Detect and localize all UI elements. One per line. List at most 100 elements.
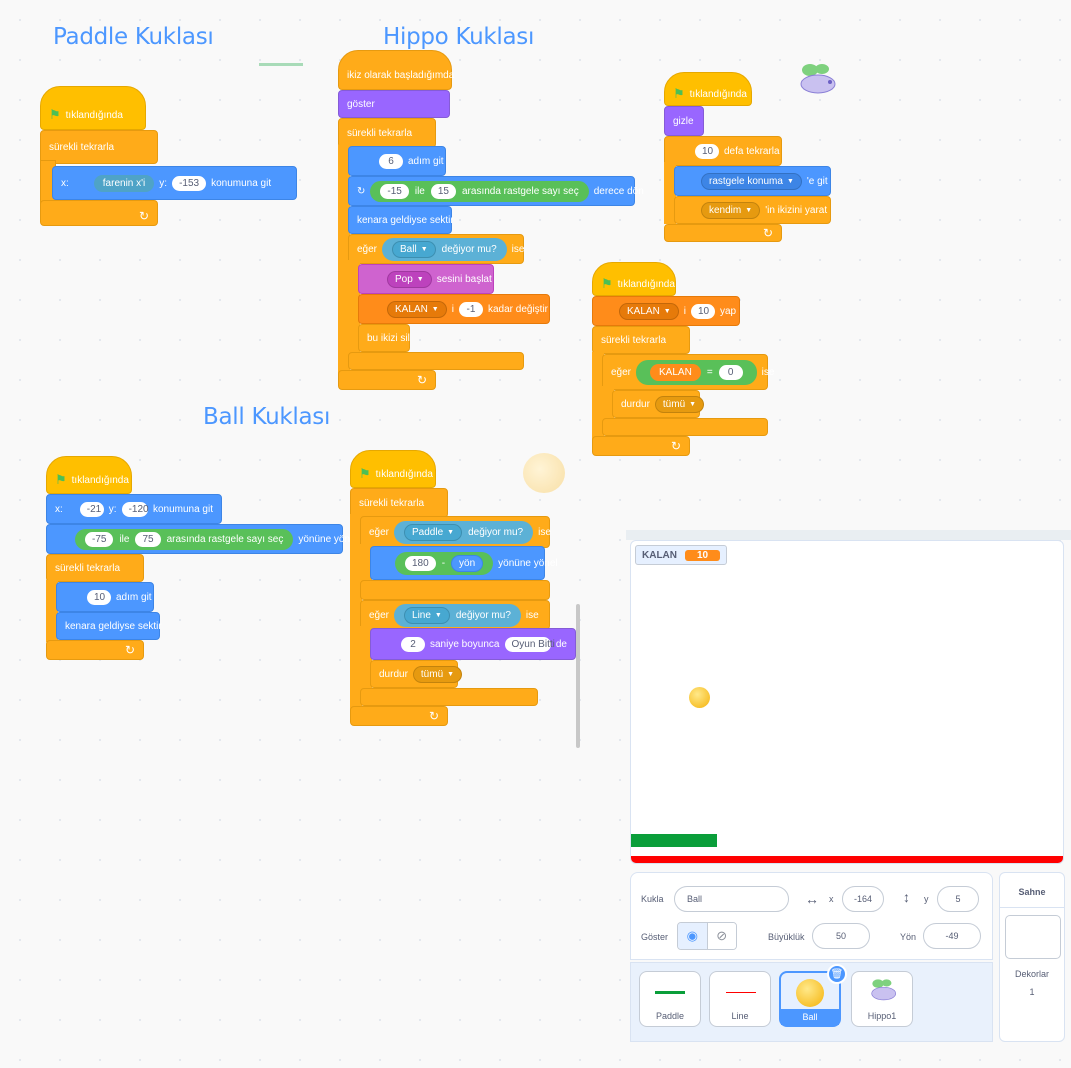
mouse-x-reporter[interactable]: farenin x'i [93,174,155,192]
forever-block[interactable]: sürekli tekrarla [46,554,144,582]
when-flag-hat[interactable]: ⚑ tıklandığında [40,86,146,130]
y-input[interactable]: -120 [121,501,149,517]
touching-condition[interactable]: Paddle▼ değiyor mu? [394,520,534,544]
line-sprite[interactable] [631,856,1063,863]
say-text-input[interactable]: Oyun Bitti [504,636,555,652]
monitor-label: KALAN [642,549,677,561]
goto-xy-block[interactable]: x: farenin x'i y: -153 konumuna git [52,166,297,200]
goto-dropdown[interactable]: rastgele konuma▼ [701,172,802,190]
say-secs-input[interactable]: 2 [401,636,425,652]
direction-reporter[interactable]: yön [451,554,484,572]
stage[interactable]: KALAN 10 [630,540,1064,864]
bounce-block[interactable]: kenara geldiyse sektir [56,612,162,640]
paddle-thumb-icon [655,991,685,994]
sprite-thumb-ball-selected[interactable]: Ball 🗑 [779,964,847,1027]
goto-xy-block[interactable]: x: -21 y: -120 konumuna git [46,494,222,524]
variable-dropdown[interactable]: KALAN▼ [387,300,447,318]
equals-operator[interactable]: KALAN = 0 [636,359,757,385]
show-eye-icon[interactable]: ◉ [678,923,707,949]
hat-label: tıklandığında [65,109,123,121]
random-to-input[interactable]: 75 [135,531,161,547]
random-operator[interactable]: -75 ile 75 arasında rastgele sayı seç [75,528,294,550]
move-block[interactable]: 10 adım git [56,582,154,612]
stop-dropdown[interactable]: tümü▼ [654,395,705,413]
when-clone-hat[interactable]: ikiz olarak başladığımda [338,50,454,90]
stage-thumbnail[interactable] [1005,915,1061,959]
turn-block[interactable]: ↻ -15 ile 15 arasında rastgele sayı seç … [348,176,644,206]
move-label: adım git [116,591,152,603]
subtract-operator[interactable]: 180 - yön [395,551,494,575]
forever-block[interactable]: sürekli tekrarla [40,130,158,164]
bounce-block[interactable]: kenara geldiyse sektir [348,206,454,234]
move-block[interactable]: 6 adım git [348,146,446,176]
random-from-input[interactable]: -15 [380,183,409,199]
x-input[interactable]: -21 [79,501,104,517]
when-flag-hat[interactable]: ⚑ tıklandığında [592,262,676,296]
kalan-reporter[interactable]: KALAN [650,363,701,381]
stop-block[interactable]: durdur tümü▼ [370,660,463,688]
touching-dropdown[interactable]: Line▼ [404,606,450,624]
sprite-thumb-hippo[interactable]: Hippo1 [851,971,913,1027]
if-block[interactable]: eğer KALAN = 0 ise [602,354,774,390]
repeat-block[interactable]: 10 defa tekrarla [664,136,782,166]
when-flag-hat[interactable]: ⚑ tıklandığında [46,456,132,494]
stop-block[interactable]: durdur tümü▼ [612,390,705,418]
create-clone-block[interactable]: kendim▼ 'in ikizini yarat [674,196,831,224]
sprite-name-input[interactable]: Ball [674,886,789,912]
move-steps-input[interactable]: 6 [379,153,403,169]
sprite-thumb-line[interactable]: Line [709,971,771,1027]
random-to-input[interactable]: 15 [430,183,456,199]
random-from-input[interactable]: -75 [85,531,114,547]
y-label: y: [159,177,168,189]
start-sound-block[interactable]: Pop▼ sesini başlat [358,264,494,294]
x-input[interactable]: -164 [842,886,884,912]
y-input[interactable]: 5 [937,886,979,912]
touching-condition[interactable]: Ball▼ değiyor mu? [382,237,507,261]
when-flag-hat[interactable]: ⚑ tıklandığında [664,72,752,106]
sprite-name: Ball [781,1009,839,1025]
paddle-sprite[interactable] [631,834,717,847]
when-flag-hat[interactable]: ⚑ tıklandığında [350,450,436,488]
if-block[interactable]: eğer Ball▼ değiyor mu? ise [348,234,524,264]
goto-random-block[interactable]: rastgele konuma▼ 'e git [674,166,831,196]
delete-sprite-icon[interactable]: 🗑 [827,964,847,984]
random-operator[interactable]: -15 ile 15 arasında rastgele sayı seç [370,180,589,202]
ball-sprite[interactable] [689,687,710,708]
direction-input[interactable]: -49 [923,923,981,949]
sprite-thumb-paddle[interactable]: Paddle [639,971,701,1027]
hide-block[interactable]: gizle [664,106,704,136]
move-steps-input[interactable]: 10 [87,589,111,605]
size-input[interactable]: 50 [812,923,870,949]
clone-dropdown[interactable]: kendim▼ [701,201,761,219]
subtract-a-input[interactable]: 180 [405,555,436,571]
stop-dropdown[interactable]: tümü▼ [412,665,463,683]
point-direction-block[interactable]: -75 ile 75 arasında rastgele sayı seç yö… [46,524,358,554]
set-var-block[interactable]: KALAN▼ i 10 yap [592,296,740,326]
show-toggle[interactable]: ◉ ⊘ [677,922,737,950]
equals-value-input[interactable]: 0 [718,364,743,380]
stage-selector[interactable]: Sahne Dekorlar 1 [999,872,1065,1042]
hide-eye-icon[interactable]: ⊘ [706,923,736,949]
variable-dropdown[interactable]: KALAN▼ [619,302,679,320]
say-for-secs-block[interactable]: 2 saniye boyunca Oyun Bitti de [370,628,576,660]
forever-block[interactable]: sürekli tekrarla [592,326,690,354]
set-value-input[interactable]: 10 [690,303,715,319]
change-var-block[interactable]: KALAN▼ i -1 kadar değiştir [358,294,550,324]
touching-dropdown[interactable]: Paddle▼ [404,523,463,541]
point-direction-block[interactable]: 180 - yön yönüne yönel [370,546,558,580]
sound-dropdown[interactable]: Pop▼ [387,270,432,288]
repeat-count-input[interactable]: 10 [695,143,719,159]
show-block[interactable]: göster [338,90,450,118]
y-input[interactable]: -153 [172,175,207,191]
if-paddle-block[interactable]: eğer Paddle▼ değiyor mu? ise [360,516,551,548]
forever-block[interactable]: sürekli tekrarla [350,488,448,518]
if-label: eğer [369,609,390,621]
change-value-input[interactable]: -1 [458,301,483,317]
if-line-block[interactable]: eğer Line▼ değiyor mu? ise [360,600,550,630]
delete-clone-block[interactable]: bu ikizi sil [358,324,410,352]
forever-block[interactable]: sürekli tekrarla [338,118,436,148]
touching-dropdown[interactable]: Ball▼ [392,240,436,258]
code-scrollbar[interactable] [576,604,580,748]
variable-monitor[interactable]: KALAN 10 [635,545,728,565]
touching-condition[interactable]: Line▼ değiyor mu? [394,603,521,627]
